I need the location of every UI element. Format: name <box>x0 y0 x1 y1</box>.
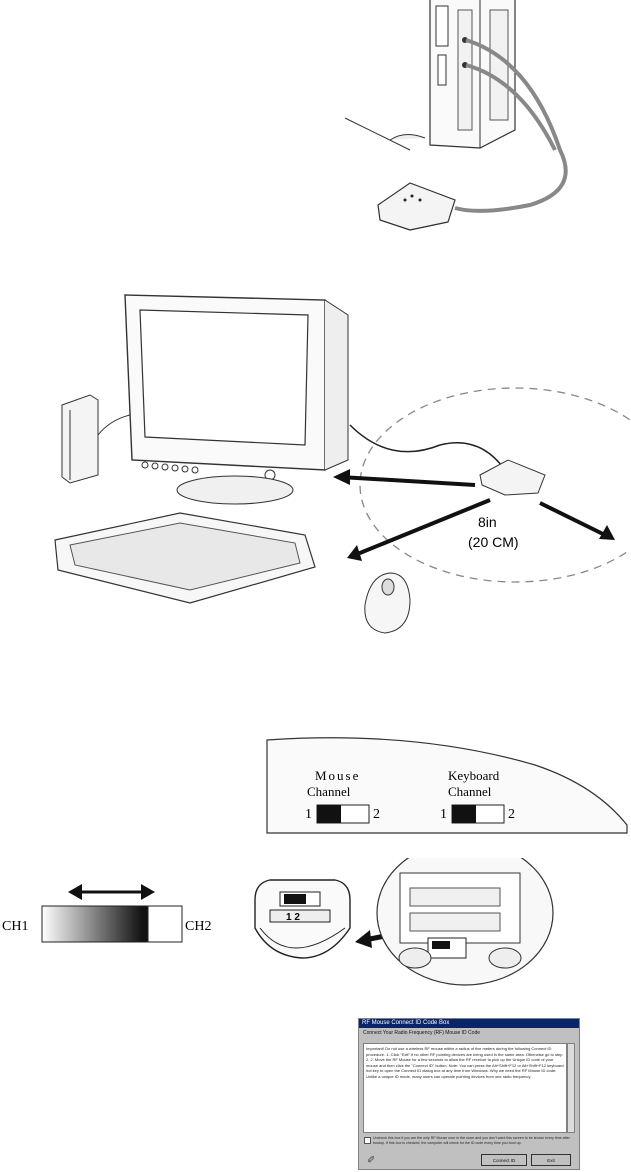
connect-id-button[interactable]: Connect ID <box>481 1154 527 1166</box>
distance-label-inches: 8in <box>478 514 497 530</box>
mouse-switch-pos-1: 1 <box>305 807 312 822</box>
receiver-to-pc-illustration <box>344 0 568 231</box>
keyboard-channel-label-line1: Keyboard <box>448 768 500 783</box>
mouse-channel-label-line2: Channel <box>307 784 351 799</box>
mouse-switch-pos-2: 2 <box>373 807 380 822</box>
mouse-logo-icon: ✐ <box>367 1155 376 1166</box>
ch2-label: CH2 <box>185 919 211 934</box>
mouse-underside-switch: 1 2 <box>254 858 554 986</box>
checkbox-note: Uncheck this box if you are the only RF … <box>373 1136 570 1145</box>
connect-id-dialog: RF Mouse Connect ID Code Box Connect You… <box>358 1018 580 1170</box>
exit-button[interactable]: Exit <box>531 1154 571 1166</box>
keyboard-channel-label-line2: Channel <box>448 784 492 799</box>
channel-slider-diagram: CH1 CH2 <box>2 884 211 943</box>
dialog-scrollbar[interactable] <box>567 1043 575 1133</box>
dialog-subtitle: Connect Your Radio Frequency (RF) Mouse … <box>363 1030 481 1036</box>
mouse-channel-label-line1: Mouse <box>315 768 360 783</box>
show-on-boot-checkbox[interactable] <box>364 1137 371 1144</box>
distance-label-cm: (20 CM) <box>468 534 519 550</box>
keyboard-switch-pos-1: 1 <box>440 807 447 822</box>
mouse-switch-labels: 1 2 <box>286 912 300 923</box>
keyboard-switch-pos-2: 2 <box>508 807 515 822</box>
ch1-label: CH1 <box>2 919 28 934</box>
dialog-title-bar: RF Mouse Connect ID Code Box <box>359 1019 579 1028</box>
placement-diagram: 8in (20 CM) <box>54 294 631 634</box>
dialog-instructions: Important! Do not use a wireless RF mous… <box>363 1043 567 1133</box>
receiver-channel-switches: Mouse Channel Keyboard Channel 1 2 1 2 <box>266 737 628 834</box>
